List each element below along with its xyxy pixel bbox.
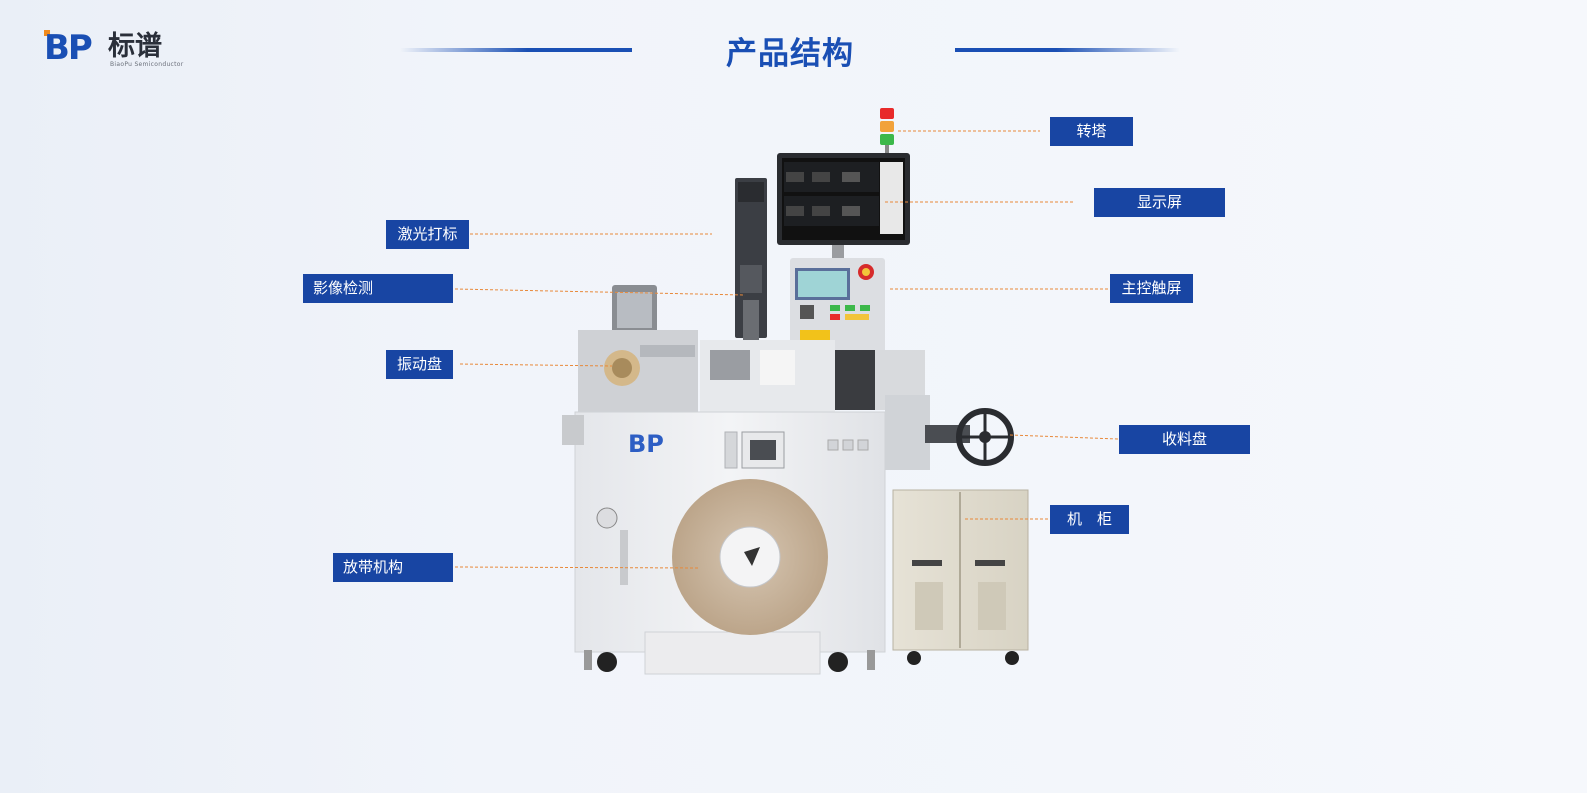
tape-supply-reel bbox=[672, 479, 828, 635]
logo-accent-dot bbox=[44, 30, 50, 36]
take-up-reel-graphic bbox=[885, 395, 1014, 470]
electrical-cabinet bbox=[892, 489, 1029, 651]
label-display: 显示屏 bbox=[1094, 188, 1225, 217]
vision-camera bbox=[612, 285, 657, 333]
machine-logo: BP bbox=[628, 430, 664, 458]
label-touchscreen: 主控触屏 bbox=[1110, 274, 1193, 303]
label-take-up-reel: 收料盘 bbox=[1119, 425, 1250, 454]
label-vision-inspection: 影像检测 bbox=[303, 274, 453, 303]
label-cabinet: 机 柜 bbox=[1050, 505, 1129, 534]
title-rule-right bbox=[955, 48, 1180, 52]
label-turret: 转塔 bbox=[1050, 117, 1133, 146]
title-rule-left bbox=[400, 48, 632, 52]
control-panel bbox=[790, 258, 885, 353]
logo-bp-mark: BP bbox=[44, 28, 93, 68]
page-title: 产品结构 bbox=[726, 36, 854, 72]
display-monitor bbox=[777, 153, 910, 259]
signal-tower bbox=[880, 108, 894, 155]
leader-vibration bbox=[459, 363, 613, 367]
caster-wheels bbox=[584, 650, 1019, 672]
label-laser-marking: 激光打标 bbox=[386, 220, 469, 249]
leader-tape-feed bbox=[454, 566, 701, 569]
logo-chinese-name: 标谱 bbox=[108, 31, 162, 62]
laser-marking-column bbox=[735, 178, 767, 340]
logo-tagline: BiaoPu Semiconductor bbox=[110, 61, 184, 68]
brand-logo: BP 标谱 BiaoPu Semiconductor bbox=[44, 30, 184, 70]
leader-take-up-reel bbox=[1009, 434, 1119, 440]
label-tape-feed: 放带机构 bbox=[333, 553, 453, 582]
leader-vision bbox=[454, 288, 746, 296]
vibration-feeder bbox=[578, 330, 925, 415]
label-vibration-bowl: 振动盘 bbox=[386, 350, 453, 379]
